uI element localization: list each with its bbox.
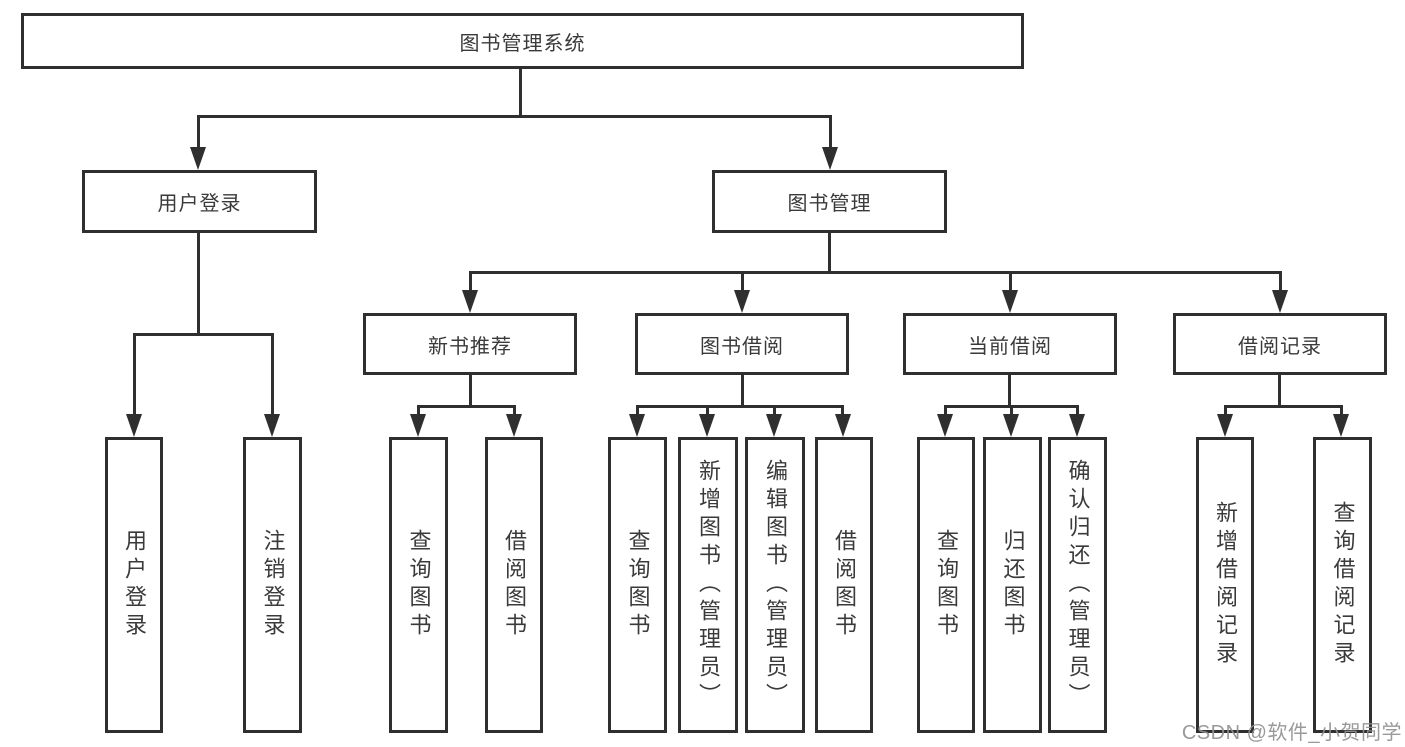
node-label: 图书管理系统	[459, 32, 586, 55]
leaf-add-borrow-record: 新增借阅记录	[1196, 437, 1254, 733]
arrowhead	[766, 414, 782, 437]
connector-line	[829, 115, 832, 149]
arrowhead	[699, 414, 715, 437]
node-user-login: 用户登录	[82, 170, 317, 233]
node-label: 查询图书	[406, 529, 432, 641]
node-book-borrow: 图书借阅	[635, 313, 849, 375]
connector-line	[519, 69, 522, 118]
connector-line	[417, 405, 516, 408]
node-label: 确认归还（管理员）	[1065, 459, 1091, 711]
node-book-management: 图书管理	[712, 170, 947, 233]
connector-line	[841, 405, 844, 419]
arrowhead	[264, 414, 280, 437]
arrowhead	[937, 414, 953, 437]
node-label: 借阅图书	[502, 529, 527, 641]
leaf-return-books: 归还图书	[983, 437, 1042, 733]
connector-line	[271, 333, 274, 417]
leaf-borrow-books-recommend: 借阅图书	[485, 437, 543, 733]
node-borrow-records: 借阅记录	[1173, 313, 1387, 375]
node-label: 新增借阅记录	[1213, 501, 1238, 669]
arrowhead	[1217, 414, 1233, 437]
leaf-query-books-borrow: 查询图书	[608, 437, 667, 733]
arrowhead	[410, 414, 426, 437]
connector-line	[773, 405, 776, 419]
connector-line	[828, 233, 831, 274]
connector-line	[469, 271, 1282, 274]
arrowhead	[126, 414, 142, 437]
arrowhead	[462, 290, 478, 313]
node-label: 注销登录	[260, 529, 286, 641]
watermark-text: CSDN @软件_小贺同学	[1181, 722, 1402, 744]
connector-line	[741, 271, 744, 293]
arrowhead	[1002, 290, 1018, 313]
leaf-logout-login: 注销登录	[243, 437, 302, 733]
leaf-edit-book-admin: 编辑图书（管理员）	[745, 437, 805, 733]
leaf-query-books-recommend: 查询图书	[389, 437, 448, 733]
node-library-system: 图书管理系统	[21, 13, 1024, 69]
leaf-borrow-books: 借阅图书	[815, 437, 873, 733]
leaf-add-book-admin: 新增图书（管理员）	[678, 437, 738, 733]
node-label: 借阅图书	[832, 529, 857, 641]
connector-line	[741, 375, 744, 408]
leaf-confirm-return-admin: 确认归还（管理员）	[1048, 437, 1107, 733]
arrowhead	[822, 147, 838, 170]
node-label: 归还图书	[1000, 529, 1026, 641]
connector-line	[706, 405, 709, 419]
connector-line	[417, 405, 420, 419]
arrowhead	[1003, 414, 1019, 437]
connector-line	[1224, 405, 1343, 408]
node-label: 图书管理	[787, 193, 872, 215]
connector-line	[636, 405, 844, 408]
connector-line	[1076, 405, 1079, 419]
arrowhead	[1272, 290, 1288, 313]
connector-line	[1224, 405, 1227, 419]
leaf-user-login: 用户登录	[105, 437, 163, 733]
connector-line	[469, 271, 472, 293]
connector-line	[1010, 405, 1013, 419]
node-label: 查询图书	[625, 529, 651, 641]
connector-line	[1278, 375, 1281, 408]
connector-line	[1340, 405, 1343, 419]
node-label: 用户登录	[157, 193, 242, 215]
connector-line	[513, 405, 516, 419]
arrowhead	[190, 147, 206, 170]
arrowhead	[734, 290, 750, 313]
node-current-borrow: 当前借阅	[903, 313, 1117, 375]
node-label: 借阅记录	[1238, 335, 1322, 358]
node-label: 查询图书	[934, 529, 959, 641]
node-label: 图书借阅	[700, 335, 784, 358]
node-label: 当前借阅	[968, 335, 1052, 358]
connector-line	[133, 333, 274, 336]
connector-line	[197, 233, 200, 336]
arrowhead	[1333, 414, 1349, 437]
connector-line	[1009, 271, 1012, 293]
connector-line	[636, 405, 639, 419]
connector-line	[1279, 271, 1282, 293]
connector-line	[133, 333, 136, 417]
arrowhead	[629, 414, 645, 437]
connector-line	[469, 375, 472, 408]
node-label: 编辑图书（管理员）	[763, 459, 788, 711]
node-new-book-recommend: 新书推荐	[363, 313, 577, 375]
connector-line	[197, 115, 200, 149]
connector-line	[1008, 375, 1011, 408]
connector-line	[197, 115, 831, 118]
node-label: 新增图书（管理员）	[696, 459, 721, 711]
leaf-query-books-current: 查询图书	[917, 437, 975, 733]
node-label: 用户登录	[122, 529, 147, 641]
arrowhead	[506, 414, 522, 437]
arrowhead	[1069, 414, 1085, 437]
arrowhead	[835, 414, 851, 437]
leaf-query-borrow-record: 查询借阅记录	[1313, 437, 1372, 733]
node-label: 查询借阅记录	[1330, 501, 1356, 669]
connector-line	[944, 405, 947, 419]
node-label: 新书推荐	[428, 335, 512, 358]
